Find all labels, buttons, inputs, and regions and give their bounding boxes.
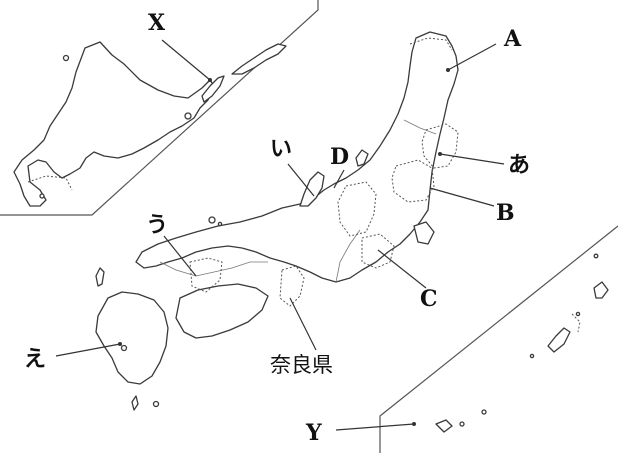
leader-nara	[289, 297, 317, 351]
prefecture-outline-nara	[279, 265, 305, 307]
prefecture-outline-B	[391, 159, 435, 203]
rishiri-island	[62, 54, 70, 62]
label-Y: Y	[305, 420, 322, 446]
yakushima-island	[152, 400, 160, 408]
leader-A	[447, 43, 497, 71]
label-B: B	[496, 200, 515, 226]
leader-D	[333, 169, 345, 189]
kunashiri-island	[201, 75, 225, 103]
leader-B	[429, 187, 495, 207]
dot-Y	[412, 422, 416, 426]
leader-e	[55, 343, 121, 357]
southwest-islands-inset-frame	[379, 225, 619, 453]
leader-C	[377, 249, 427, 289]
kyushu-island	[95, 291, 169, 385]
amami-oshima	[593, 281, 609, 299]
dot-e	[118, 342, 122, 346]
hokkaido-inset-frame	[0, 0, 319, 216]
label-a: あ	[508, 153, 530, 178]
kume-island	[529, 353, 535, 359]
label-i: い	[270, 137, 292, 162]
tokara-islet	[593, 253, 599, 259]
miyako-island	[459, 421, 465, 427]
leader-i	[287, 163, 315, 197]
tanegashima-island	[131, 395, 139, 411]
okinoerabu-island	[575, 311, 581, 317]
dot-A	[446, 68, 450, 72]
leader-X	[161, 39, 211, 81]
oki-island	[208, 216, 216, 224]
prefecture-outline-southwest	[571, 313, 581, 333]
prefecture-outline-iwate	[421, 123, 459, 169]
prefecture-outline-u	[189, 257, 223, 293]
label-A: A	[503, 26, 522, 52]
amakusa-island	[120, 344, 128, 352]
sado-island	[355, 149, 369, 167]
boso-peninsula	[413, 221, 435, 245]
dot-a	[438, 152, 442, 156]
prefecture-outline-C	[361, 233, 395, 269]
region-boundary-chugoku	[159, 261, 268, 277]
label-X: X	[148, 10, 166, 36]
prefecture-outline-hokkaido-south	[27, 175, 73, 191]
hokkaido-island	[13, 41, 215, 207]
honshu-island	[135, 31, 459, 283]
noto-peninsula	[299, 171, 325, 207]
tsushima-island	[95, 267, 105, 287]
label-e: え	[24, 347, 46, 372]
label-D: D	[330, 144, 349, 170]
prefecture-outline-D	[337, 181, 377, 237]
label-u: う	[146, 213, 168, 238]
oki-islet	[217, 221, 223, 227]
shikotan-island	[184, 112, 192, 120]
label-nara: 奈良県	[270, 353, 333, 377]
okinawa-island	[547, 327, 571, 353]
region-boundary-tohoku	[403, 119, 437, 135]
yonaguni-island	[481, 409, 487, 415]
dot-X	[208, 78, 212, 82]
label-C: C	[420, 286, 438, 312]
okushiri-island	[39, 193, 45, 199]
ishigaki-island	[435, 419, 453, 433]
leader-a	[439, 153, 505, 165]
leader-Y	[335, 423, 415, 431]
leader-u	[163, 235, 197, 277]
prefecture-outline-north	[409, 37, 453, 51]
shikoku-island	[175, 283, 269, 339]
etorofu-island	[231, 43, 287, 75]
region-boundary-chubu	[335, 229, 361, 283]
